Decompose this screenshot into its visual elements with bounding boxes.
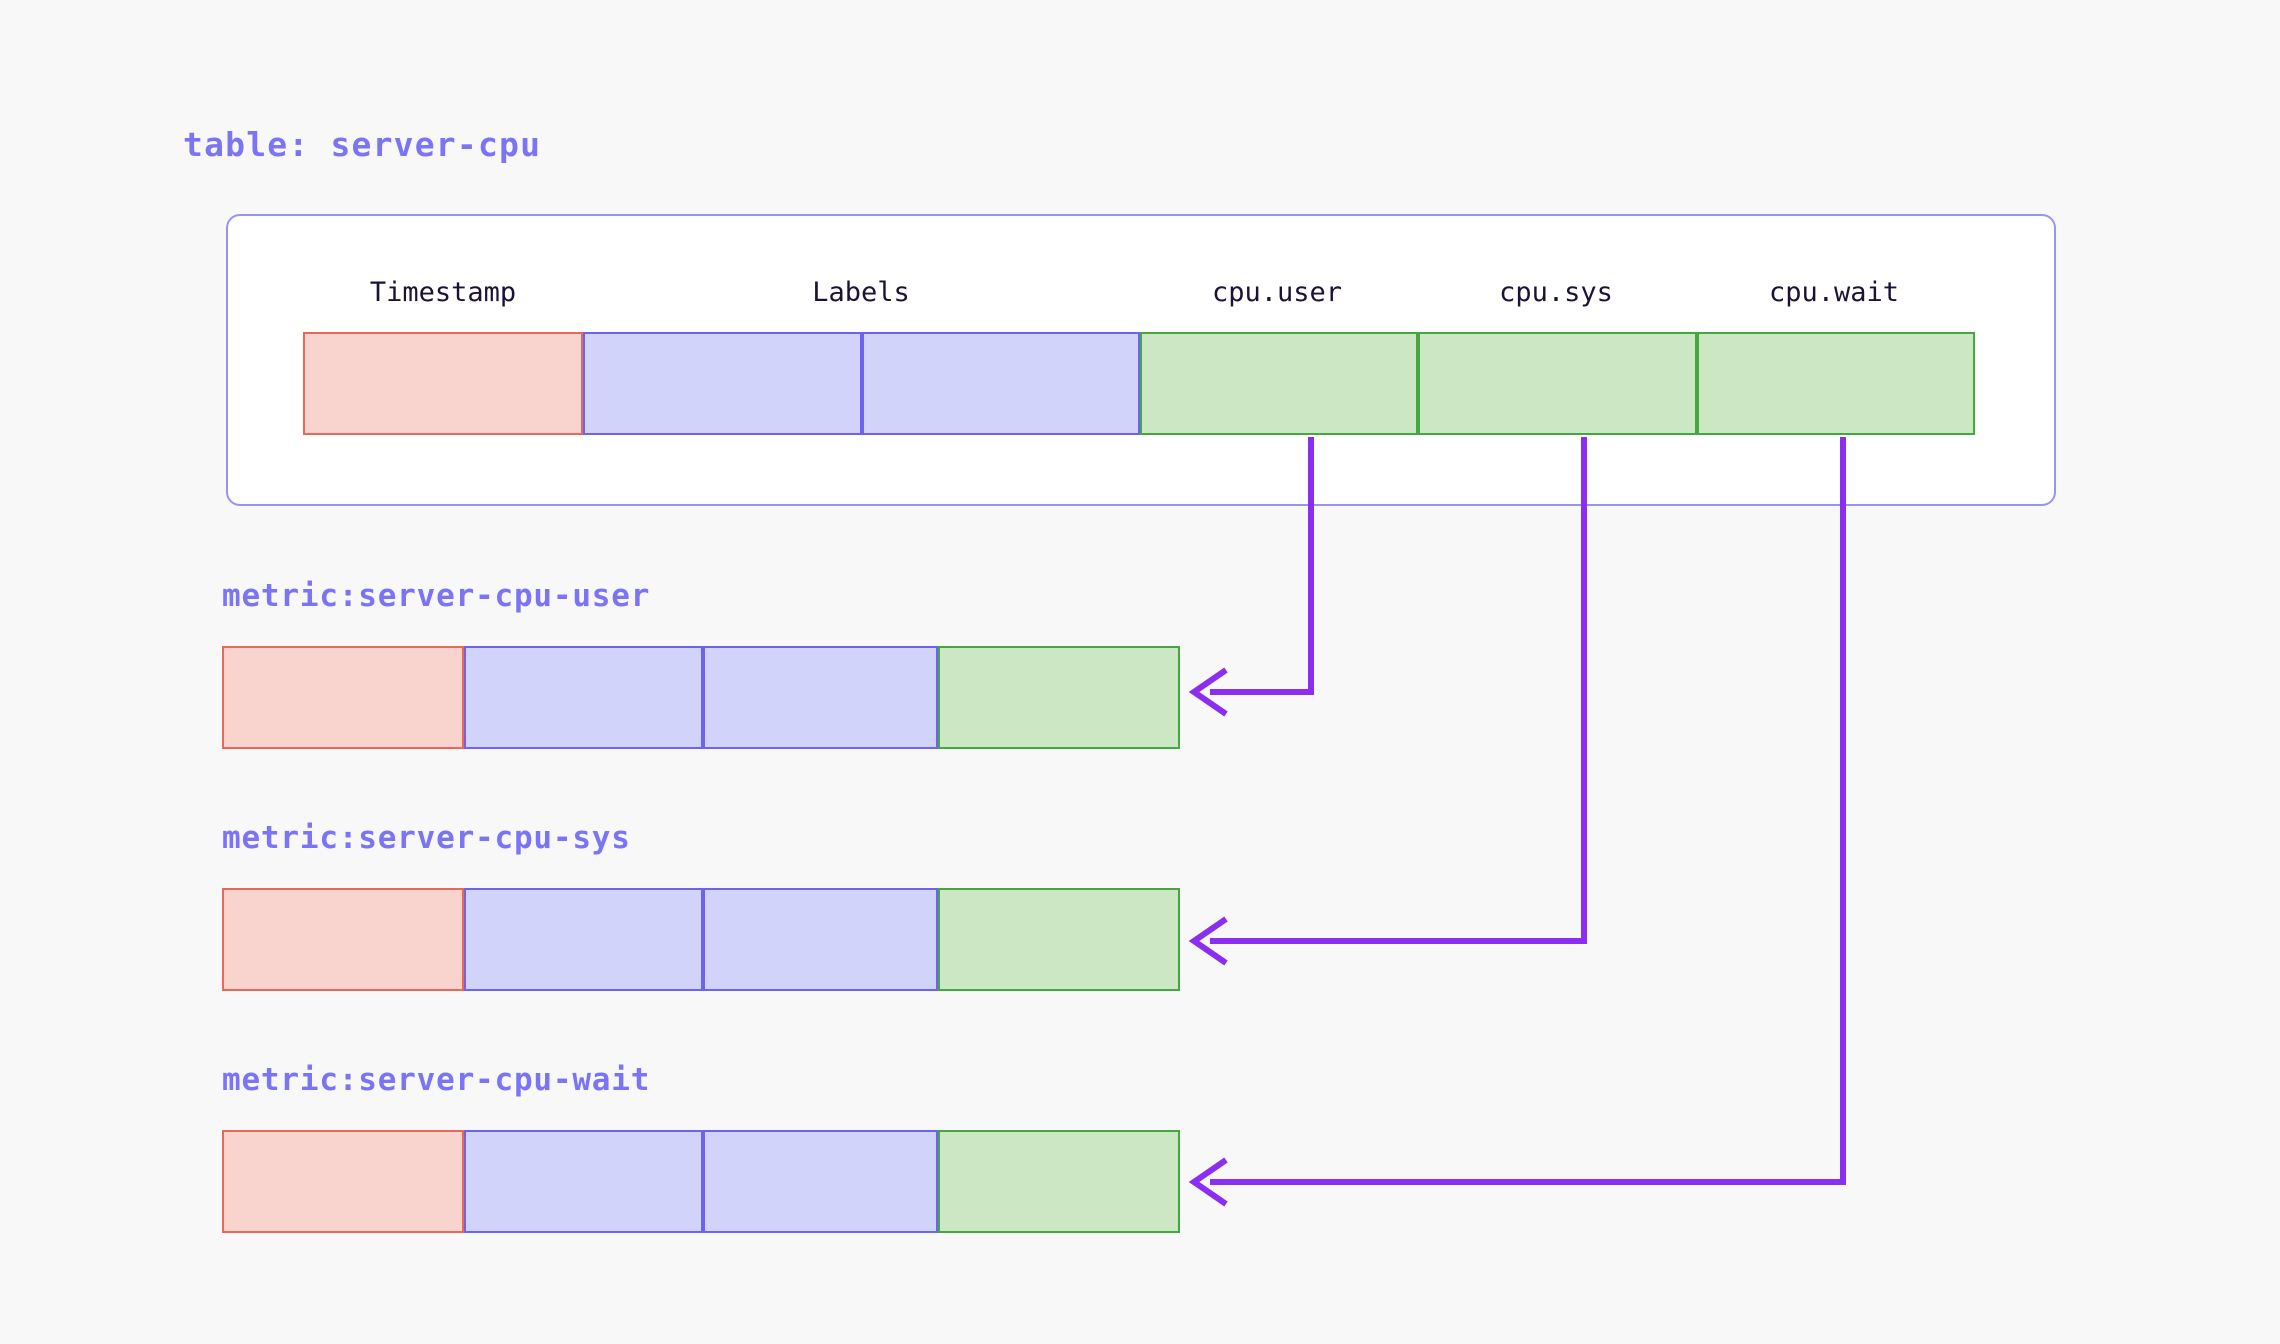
column-header-timestamp: Timestamp (369, 277, 517, 308)
arrowhead-2 (1188, 1157, 1228, 1207)
metric-1-cell-green-3 (938, 888, 1180, 991)
metric-1-cell-blue-2 (703, 888, 938, 991)
column-header-cpu-wait: cpu.wait (1768, 277, 1900, 308)
metric-title-2: metric:server-cpu-wait (222, 1062, 651, 1098)
metric-0-cell-green-3 (938, 646, 1180, 749)
column-header-cpu-sys: cpu.sys (1499, 277, 1613, 308)
metric-1-cell-pink-0 (222, 888, 464, 991)
table-cell-green-5 (1697, 332, 1975, 435)
column-header-labels: Labels (812, 277, 910, 308)
connector-cpu-sys (1188, 437, 1587, 966)
connector-cpu-wait (1188, 437, 1846, 1207)
metric-0-cell-pink-0 (222, 646, 464, 749)
metric-2-cell-blue-2 (703, 1130, 938, 1233)
arrowhead-1 (1188, 916, 1228, 966)
column-header-cpu-user: cpu.user (1211, 277, 1343, 308)
arrowhead-0 (1188, 667, 1228, 717)
metric-title-0: metric:server-cpu-user (222, 578, 651, 614)
table-cell-pink-0 (303, 332, 583, 435)
table-title: table: server-cpu (183, 125, 542, 164)
metric-1-cell-blue-1 (464, 888, 703, 991)
metric-2-cell-pink-0 (222, 1130, 464, 1233)
metric-title-1: metric:server-cpu-sys (222, 820, 631, 856)
table-cell-green-4 (1418, 332, 1697, 435)
metric-0-cell-blue-1 (464, 646, 703, 749)
metric-2-cell-blue-1 (464, 1130, 703, 1233)
table-cell-blue-1 (583, 332, 862, 435)
metric-2-cell-green-3 (938, 1130, 1180, 1233)
metric-0-cell-blue-2 (703, 646, 938, 749)
table-cell-green-3 (1140, 332, 1418, 435)
table-cell-blue-2 (862, 332, 1140, 435)
